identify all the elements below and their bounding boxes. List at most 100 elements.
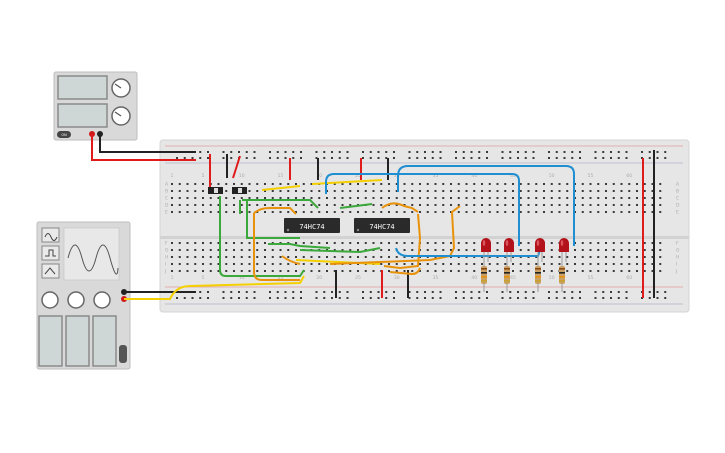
supply-wires[interactable] bbox=[91, 134, 196, 161]
breadboard-holes[interactable] bbox=[171, 151, 667, 299]
jumper-wires[interactable] bbox=[209, 150, 655, 298]
row-letter-right: A bbox=[676, 182, 680, 188]
amplitude-knob[interactable] bbox=[67, 291, 85, 309]
chip-1-label: 74HC74 bbox=[299, 223, 324, 231]
row-letter-left: G bbox=[165, 248, 169, 254]
row-letter-left: H bbox=[165, 255, 168, 261]
orange-jumper[interactable] bbox=[389, 267, 421, 276]
column-number: 30 bbox=[394, 275, 400, 281]
generator-power-switch[interactable] bbox=[119, 345, 127, 363]
orange-jumper[interactable] bbox=[253, 213, 300, 281]
column-number: 10 bbox=[239, 173, 245, 179]
column-number: 60 bbox=[626, 275, 632, 281]
column-number: 50 bbox=[549, 275, 555, 281]
green-jumper[interactable] bbox=[242, 199, 319, 209]
row-letter-left: C bbox=[165, 196, 168, 202]
frequency-display bbox=[38, 315, 63, 367]
yellow-jumper[interactable] bbox=[261, 185, 301, 191]
row-letter-left: D bbox=[165, 203, 169, 209]
blue-jumper[interactable] bbox=[397, 165, 575, 246]
power-on-button[interactable] bbox=[57, 131, 71, 138]
red-led[interactable] bbox=[559, 238, 569, 252]
resistor[interactable] bbox=[535, 262, 541, 292]
column-number: 5 bbox=[202, 173, 205, 179]
column-number: 25 bbox=[355, 275, 361, 281]
column-number: 20 bbox=[316, 173, 322, 179]
row-letter-right: G bbox=[676, 248, 680, 254]
orange-jumper[interactable] bbox=[253, 207, 297, 215]
orange-jumper[interactable] bbox=[281, 255, 301, 265]
function-generator[interactable] bbox=[36, 221, 131, 370]
breadboard-column-numbers: 1155101015152020252530303535404045455050… bbox=[171, 173, 633, 281]
blue-jumper[interactable] bbox=[325, 173, 520, 246]
column-number: 35 bbox=[433, 275, 439, 281]
blue-jumper[interactable] bbox=[395, 247, 541, 257]
row-letter-left: J bbox=[164, 269, 166, 275]
row-letter-right: B bbox=[676, 189, 679, 195]
column-number: 1 bbox=[171, 173, 174, 179]
sine-wave-icon bbox=[44, 233, 58, 241]
column-number: 60 bbox=[626, 173, 632, 179]
row-letter-left: F bbox=[165, 241, 168, 247]
row-letter-right: H bbox=[676, 255, 679, 261]
green-jumper[interactable] bbox=[268, 243, 331, 249]
resistor[interactable] bbox=[481, 262, 487, 292]
red-led[interactable] bbox=[504, 238, 514, 252]
row-letter-left: I bbox=[165, 262, 166, 268]
column-number: 15 bbox=[278, 275, 284, 281]
column-number: 45 bbox=[510, 275, 516, 281]
amplitude-display bbox=[65, 315, 90, 367]
square-wave-button[interactable] bbox=[41, 245, 60, 261]
yellow-jumper[interactable] bbox=[311, 179, 383, 185]
resistor[interactable] bbox=[559, 262, 565, 292]
column-number: 55 bbox=[588, 275, 594, 281]
supply-black-wire[interactable] bbox=[99, 134, 196, 153]
triangle-wave-icon bbox=[44, 267, 56, 275]
row-letter-right: J bbox=[675, 269, 677, 275]
red-led[interactable] bbox=[481, 238, 491, 252]
column-number: 50 bbox=[549, 173, 555, 179]
green-jumper[interactable] bbox=[219, 196, 305, 277]
orange-jumper[interactable] bbox=[381, 202, 419, 213]
column-number: 40 bbox=[471, 275, 477, 281]
red-led[interactable] bbox=[535, 238, 545, 252]
orange-jumper[interactable] bbox=[383, 213, 422, 270]
breadboard-center-channel bbox=[160, 236, 689, 239]
generator-yellow-wire[interactable] bbox=[124, 275, 305, 300]
waveform-preview bbox=[63, 227, 120, 281]
row-letter-right: E bbox=[676, 210, 679, 216]
current-display bbox=[57, 103, 108, 128]
row-letter-right: F bbox=[676, 241, 679, 247]
green-jumper[interactable] bbox=[339, 203, 373, 209]
power-supply[interactable]: ON bbox=[53, 71, 138, 141]
generator-wires[interactable] bbox=[124, 275, 305, 300]
ic-chip-2[interactable]: 74HC74 bbox=[354, 218, 410, 233]
row-letter-right: C bbox=[676, 196, 679, 202]
triangle-wave-button[interactable] bbox=[41, 263, 60, 279]
supply-red-wire[interactable] bbox=[91, 134, 196, 161]
green-jumper[interactable] bbox=[239, 200, 300, 239]
chip-2-label: 74HC74 bbox=[369, 223, 394, 231]
resistor[interactable] bbox=[504, 262, 510, 292]
column-number: 45 bbox=[510, 173, 516, 179]
frequency-knob[interactable] bbox=[41, 291, 59, 309]
column-number: 55 bbox=[588, 173, 594, 179]
offset-display bbox=[92, 315, 117, 367]
row-letter-left: B bbox=[165, 189, 168, 195]
led-group[interactable] bbox=[481, 238, 569, 292]
row-letter-left: A bbox=[165, 182, 169, 188]
red-jumper[interactable] bbox=[232, 155, 241, 179]
offset-knob[interactable] bbox=[93, 291, 111, 309]
dip-switches[interactable] bbox=[208, 187, 247, 194]
column-number: 40 bbox=[471, 173, 477, 179]
voltage-display bbox=[57, 75, 108, 100]
ic-chip-1[interactable]: 74HC74 bbox=[284, 218, 340, 233]
column-number: 10 bbox=[239, 275, 245, 281]
green-jumper[interactable] bbox=[299, 247, 381, 254]
column-number: 5 bbox=[202, 275, 205, 281]
column-number: 35 bbox=[433, 173, 439, 179]
column-number: 1 bbox=[171, 275, 174, 281]
